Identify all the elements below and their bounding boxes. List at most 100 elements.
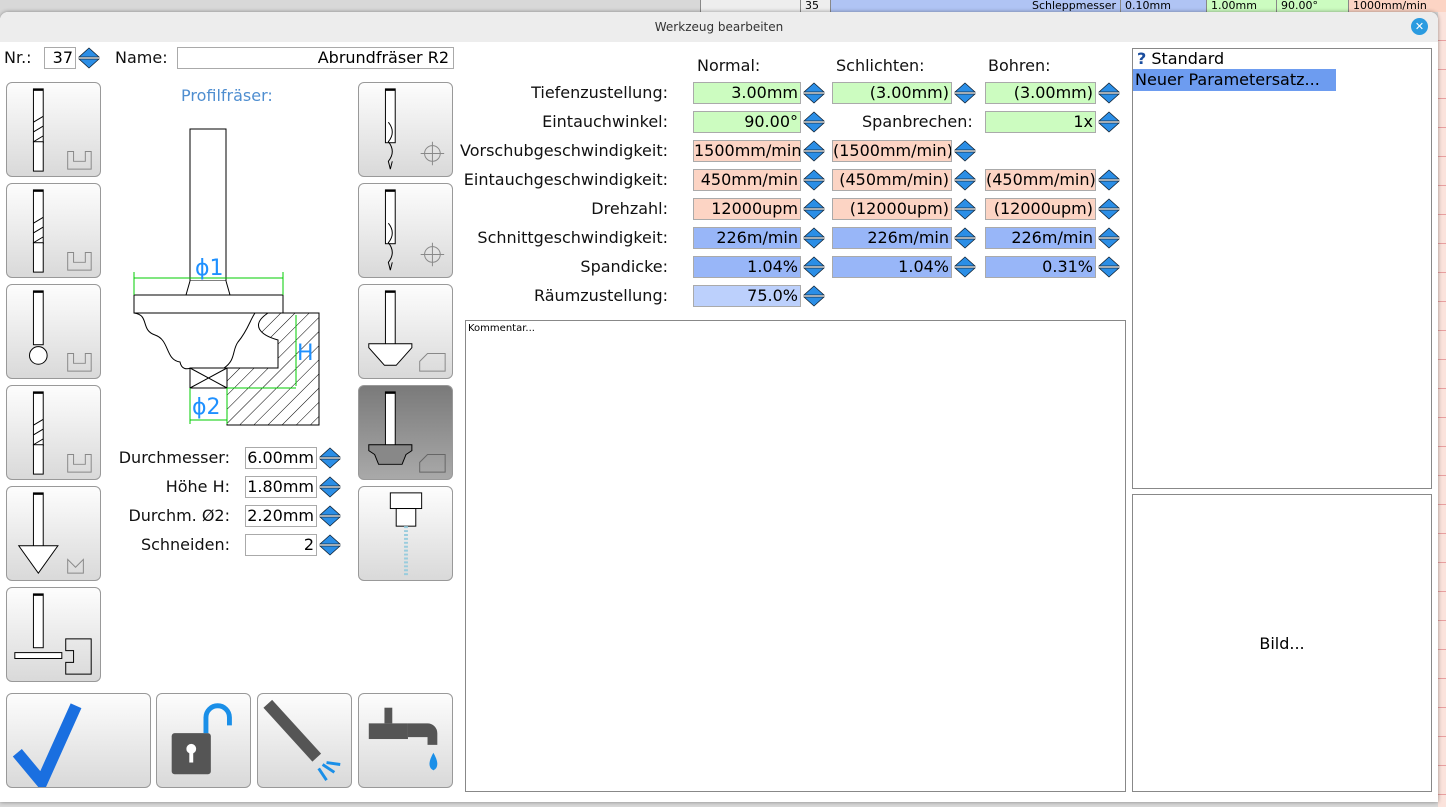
param-input[interactable]: (12000upm) (832, 198, 952, 220)
param-input[interactable]: (1500mm/min) (832, 140, 952, 162)
param-input[interactable]: 1x (985, 111, 1096, 133)
param-input[interactable]: 1.04% (693, 256, 801, 278)
coolant-icon (263, 699, 341, 781)
tool-ball-mill[interactable] (6, 284, 101, 379)
param-spinner[interactable] (1097, 256, 1121, 278)
param-set-new[interactable]: Neuer Parametersatz... (1133, 69, 1336, 91)
param-input[interactable]: (450mm/min) (985, 169, 1096, 191)
dim-spinner[interactable] (318, 476, 342, 498)
param-input[interactable]: (3.00mm) (985, 82, 1096, 104)
title-bar: Werkzeug bearbeiten ✕ (0, 12, 1438, 42)
param-spinner[interactable] (953, 169, 977, 191)
dim-input[interactable]: 1.80mm (245, 476, 317, 498)
param-input[interactable]: 226m/min (832, 227, 952, 249)
param-input[interactable]: 12000upm (693, 198, 801, 220)
param-input[interactable]: 1500mm/min (693, 140, 801, 162)
tool-profile-drawing: ϕ1 H ϕ2 (133, 128, 320, 426)
bg-cell: 1000mm/min (1348, 0, 1446, 12)
param-label: Spandicke: (580, 257, 668, 276)
param-label: Räumzustellung: (533, 286, 668, 305)
param-set-standard[interactable]: ? Standard (1133, 49, 1431, 69)
drill-icon (384, 88, 445, 170)
endmill-icon (32, 391, 92, 475)
tool-countersink-drill[interactable] (358, 183, 453, 278)
param-spinner[interactable] (802, 140, 826, 162)
tool-chamfer[interactable] (358, 284, 453, 379)
dim-input[interactable]: 2.20mm (245, 505, 317, 527)
tool-t-slot[interactable] (6, 587, 101, 682)
profile-icon (368, 391, 446, 473)
param-set-label: Standard (1151, 49, 1225, 68)
water-button[interactable] (358, 693, 453, 788)
ball-icon (29, 290, 92, 372)
tool-endmill[interactable] (6, 82, 101, 177)
image-placeholder: Bild... (1259, 633, 1305, 653)
tool-endmill-long[interactable] (6, 183, 101, 278)
param-input[interactable]: 90.00° (693, 111, 801, 133)
param-spinner[interactable] (953, 256, 977, 278)
nr-input[interactable]: 37 (44, 47, 76, 69)
param-label: Eintauchwinkel: (542, 112, 668, 131)
comment-textarea[interactable]: Kommentar... (465, 320, 1126, 792)
param-label: Drehzahl: (591, 199, 668, 218)
param-input[interactable]: 1.04% (832, 256, 952, 278)
param-spinner[interactable] (802, 227, 826, 249)
nr-spinner[interactable] (77, 47, 101, 69)
param-spinner[interactable] (802, 82, 826, 104)
name-input[interactable]: Abrundfräser R2 (177, 47, 454, 69)
parameter-set-list[interactable]: ? Standard Neuer Parametersatz... (1132, 48, 1432, 489)
param-spinner[interactable] (1097, 227, 1121, 249)
param-spinner[interactable] (802, 256, 826, 278)
dim-spinner[interactable] (318, 534, 342, 556)
tool-v-bit[interactable] (6, 486, 101, 581)
param-spinner[interactable] (953, 140, 977, 162)
tool-type-label: Profilfräser: (181, 86, 273, 105)
spindle-icon (389, 492, 423, 576)
chamfer-icon (368, 290, 446, 372)
param-label: Eintauchgeschwindigkeit: (463, 170, 668, 189)
ok-button[interactable] (6, 693, 151, 794)
dim-input[interactable]: 2 (245, 534, 317, 556)
dim-label: Durchm. Ø2: (128, 506, 230, 525)
endmill-icon (32, 189, 92, 273)
param-input[interactable]: 450mm/min (693, 169, 801, 191)
name-label: Name: (115, 48, 168, 67)
nr-label: Nr.: (4, 48, 32, 67)
d1-label: ϕ1 (195, 256, 224, 281)
param-spinner[interactable] (1097, 169, 1121, 191)
dim-input[interactable]: 6.00mm (245, 447, 317, 469)
comment-placeholder: Kommentar... (468, 323, 535, 334)
tool-drill[interactable] (358, 82, 453, 177)
dim-spinner[interactable] (318, 505, 342, 527)
dim-spinner[interactable] (318, 447, 342, 469)
param-input[interactable]: (12000upm) (985, 198, 1096, 220)
param-spinner[interactable] (1097, 82, 1121, 104)
param-input[interactable]: 3.00mm (693, 82, 801, 104)
param-spinner[interactable] (953, 227, 977, 249)
tool-roughing-mill[interactable] (6, 385, 101, 480)
param-spinner[interactable] (1097, 111, 1121, 133)
column-schlichten: Schlichten: (836, 56, 925, 75)
lock-button[interactable] (156, 693, 251, 788)
param-input[interactable]: (3.00mm) (832, 82, 952, 104)
param-spinner[interactable] (953, 82, 977, 104)
vbit-icon (17, 492, 84, 574)
param-input[interactable]: (450mm/min) (832, 169, 952, 191)
param-spinner[interactable] (953, 198, 977, 220)
param-spinner[interactable] (802, 285, 826, 307)
close-icon[interactable]: ✕ (1411, 18, 1428, 35)
bg-cell: 35 (800, 0, 830, 12)
drill-icon (384, 189, 445, 271)
tool-spindle[interactable] (358, 486, 453, 581)
image-box[interactable]: Bild... (1132, 494, 1432, 792)
param-spinner[interactable] (802, 198, 826, 220)
param-spinner[interactable] (802, 111, 826, 133)
coolant-button[interactable] (257, 693, 352, 788)
param-spinner[interactable] (802, 169, 826, 191)
param-input[interactable]: 226m/min (985, 227, 1096, 249)
param-input[interactable]: 226m/min (693, 227, 801, 249)
tool-profile-cutter[interactable] (358, 385, 453, 480)
param-spinner[interactable] (1097, 198, 1121, 220)
param-input[interactable]: 75.0% (693, 285, 801, 307)
param-input[interactable]: 0.31% (985, 256, 1096, 278)
